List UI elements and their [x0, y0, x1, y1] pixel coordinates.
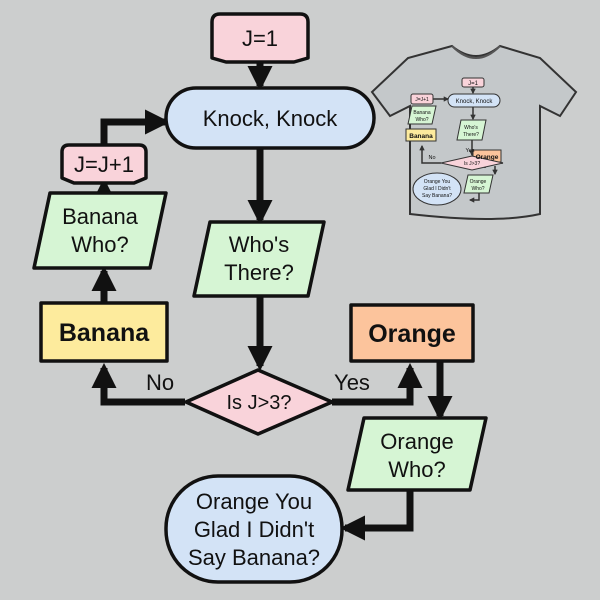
- arrow-orange-who-to-punchline: [339, 490, 414, 541]
- tshirt-banana-node: [405, 128, 437, 142]
- banana-node: [39, 301, 169, 363]
- tshirt-banana-who-node: [407, 105, 437, 125]
- tshirt-decision-node: [440, 155, 504, 171]
- increment-node: [60, 143, 148, 185]
- tshirt-punchline-label: Orange You: [424, 179, 451, 185]
- punchline-label: Orange You: [196, 489, 312, 514]
- no-label: No: [146, 370, 174, 395]
- tshirt-orange-who-label: Who?: [471, 186, 484, 192]
- tshirt-decision-label: Is J>3?: [464, 161, 480, 167]
- tshirt-whos-there-node: [456, 119, 487, 141]
- tshirt-orange-label: Orange: [476, 154, 499, 161]
- increment-label: J=J+1: [74, 152, 134, 177]
- tshirt-start-node: [461, 77, 485, 88]
- tshirt-collar-icon: [451, 45, 501, 59]
- punchline-label: Glad I Didn't: [194, 517, 314, 542]
- tshirt-start-label: J=1: [468, 81, 479, 87]
- tshirt-orange-who-node: [463, 174, 494, 194]
- start-label: J=1: [242, 26, 278, 51]
- tshirt-orange-who-label: Orange: [470, 179, 487, 185]
- knock-node: [164, 86, 376, 150]
- tshirt-no-label: No: [428, 155, 435, 161]
- orange-node: [349, 303, 475, 363]
- orange-label: Orange: [368, 320, 456, 348]
- banana-who-label: Banana: [62, 204, 139, 229]
- tshirt-knock-node: [447, 93, 501, 108]
- flowchart-main: [91, 62, 453, 541]
- banana-who-label: Who?: [71, 232, 128, 257]
- start-node: [210, 12, 310, 64]
- tshirt-whos-there-label: There?: [463, 132, 479, 138]
- tshirt-yes-label: Yes: [466, 148, 475, 154]
- tshirt-banana-who-label: Who?: [415, 117, 428, 123]
- orange-who-label: Orange: [380, 429, 453, 454]
- orange-who-label: Who?: [388, 457, 445, 482]
- punchline-label: Say Banana?: [188, 545, 320, 570]
- banana-who-node: [32, 191, 168, 270]
- orange-who-node: [346, 416, 488, 492]
- tshirt-knock-label: Knock, Knock: [456, 99, 494, 105]
- tshirt-banana-label: Banana: [409, 133, 433, 140]
- whos-there-label: There?: [224, 260, 294, 285]
- tshirt-preview: J=1 Knock, Knock J=J+1 Banana Who? Who's…: [370, 44, 578, 220]
- tshirt-punchline-node: [412, 172, 462, 206]
- whos-there-node: [192, 220, 326, 298]
- yes-label: Yes: [334, 370, 370, 395]
- decision-label: Is J>3?: [226, 392, 291, 414]
- tshirt-banana-who-label: Banana: [413, 110, 430, 116]
- arrow-yes-to-orange: [332, 362, 423, 406]
- knock-label: Knock, Knock: [203, 106, 339, 131]
- banana-label: Banana: [59, 319, 150, 347]
- tshirt-increment-node: [410, 93, 434, 105]
- arrow-no-to-banana: [91, 362, 185, 406]
- tshirt-punchline-label: Glad I Didn't: [423, 186, 451, 192]
- punchline-node: [164, 474, 344, 584]
- decision-node: [184, 368, 334, 436]
- tshirt-increment-label: J=J+1: [415, 97, 429, 103]
- whos-there-label: Who's: [229, 232, 289, 257]
- tshirt-whos-there-label: Who's: [464, 125, 478, 131]
- arrow-increment-to-knock: [100, 109, 171, 144]
- tshirt-punchline-label: Say Banana?: [422, 193, 452, 199]
